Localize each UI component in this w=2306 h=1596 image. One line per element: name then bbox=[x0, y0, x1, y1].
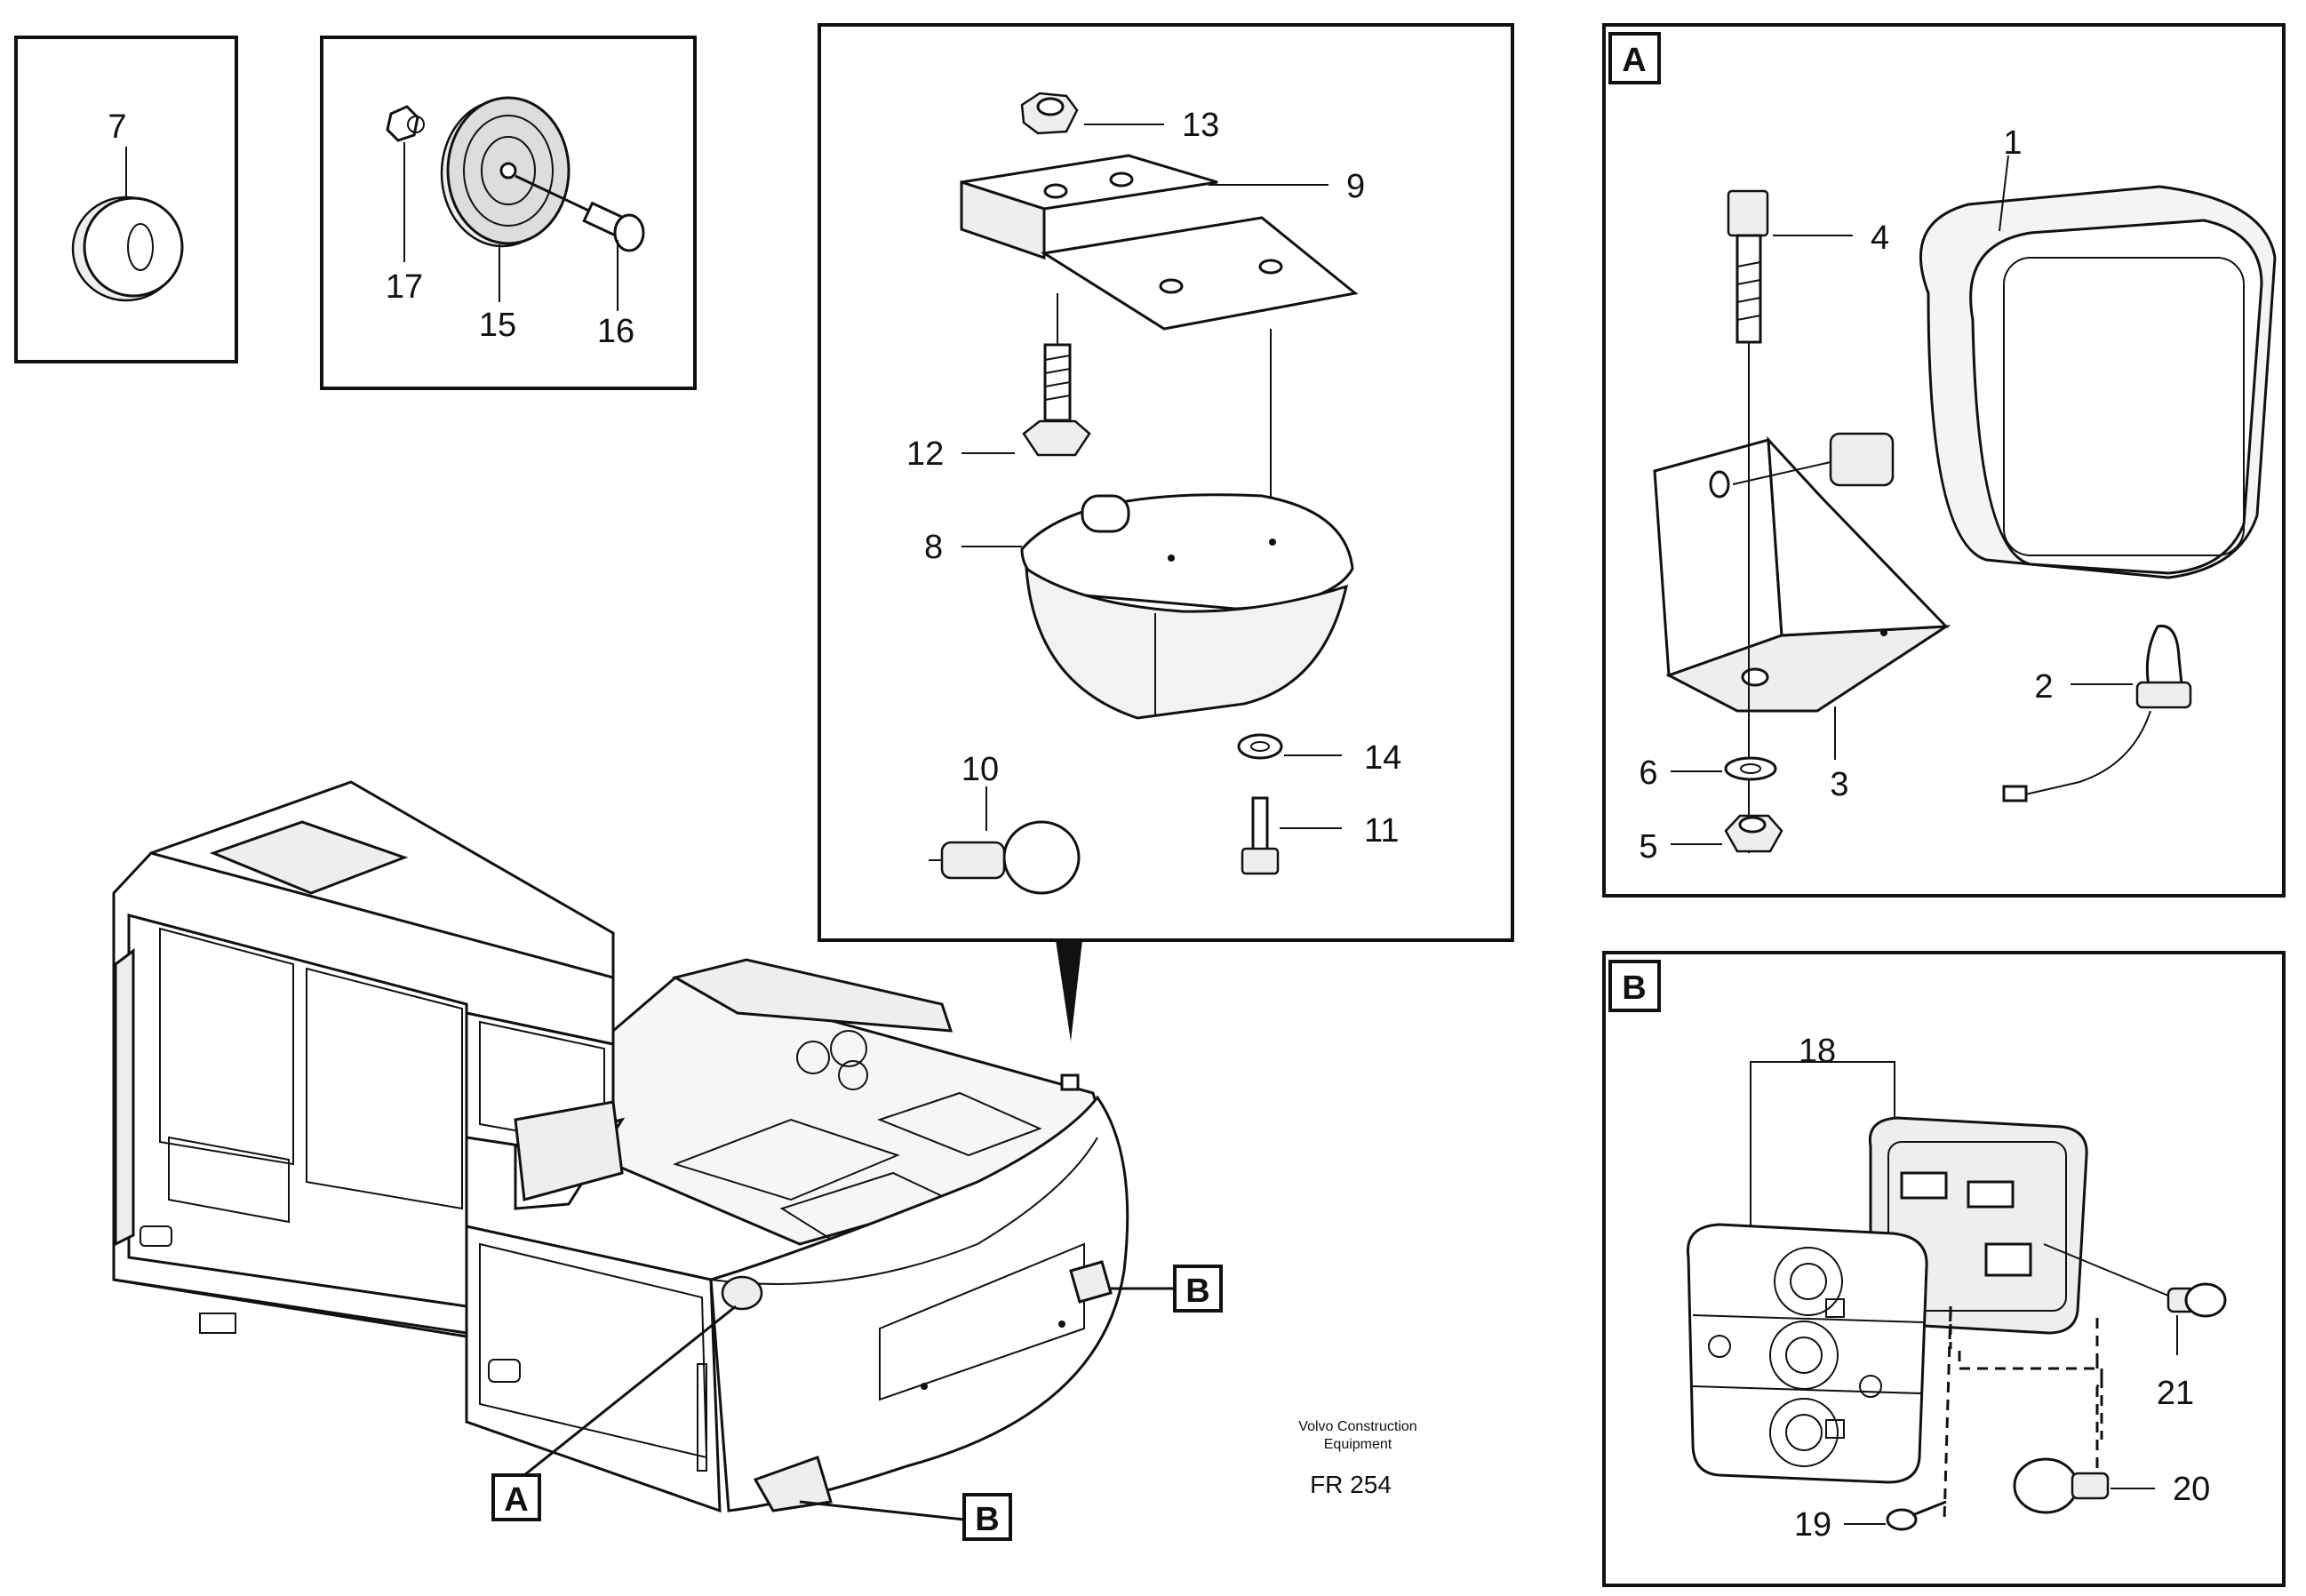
marker-B-lower: B bbox=[975, 1501, 999, 1538]
guide-line bbox=[2043, 1243, 2169, 1297]
nut-17-part bbox=[386, 105, 425, 142]
nut-5-part bbox=[1724, 814, 1783, 853]
reflector-part bbox=[440, 96, 571, 248]
lamp-8-part bbox=[1020, 493, 1354, 720]
callout-7: 7 bbox=[108, 108, 126, 146]
excavator-upper-structure: A B B bbox=[112, 780, 1223, 1541]
operator-cab bbox=[112, 780, 615, 1335]
callout-2: 2 bbox=[2034, 668, 2053, 706]
panel-frame bbox=[1602, 951, 2286, 1587]
rear-lamp-mount-upper bbox=[1069, 1260, 1113, 1304]
marker-B-upper: B bbox=[1185, 1273, 1209, 1310]
callout-9: 9 bbox=[1346, 168, 1365, 205]
nut-13-part bbox=[1020, 92, 1079, 135]
callout-13: 13 bbox=[1182, 107, 1219, 144]
callout-5: 5 bbox=[1639, 828, 1657, 866]
leader-line bbox=[1999, 155, 2009, 232]
rear-lamp-lens-part bbox=[1686, 1223, 1928, 1484]
callout-8: 8 bbox=[924, 529, 943, 566]
callout-12: 12 bbox=[906, 435, 944, 473]
marker-box-B-lower bbox=[962, 1493, 1012, 1541]
callout-4: 4 bbox=[1871, 219, 1889, 257]
screw-16-part bbox=[515, 174, 645, 252]
panel-box-light: 13 9 12 bbox=[818, 23, 1514, 1041]
bulb-2-part bbox=[2002, 624, 2192, 802]
bulb-20-part bbox=[2013, 1457, 2110, 1514]
panel-letter-B: B bbox=[1622, 970, 1646, 1007]
grommet-part bbox=[71, 196, 184, 302]
panel-pointer bbox=[1056, 940, 1082, 1041]
credit-line-1: Volvo Construction bbox=[1298, 1419, 1416, 1434]
work-lamp-1-part bbox=[1829, 185, 2277, 579]
callout-19: 19 bbox=[1794, 1506, 1831, 1544]
side-rail bbox=[697, 1363, 707, 1472]
callout-10: 11 bbox=[1364, 812, 1399, 850]
callout-20: 20 bbox=[2173, 1471, 2210, 1508]
drawing-credit: Volvo Construction Equipment FR 254 bbox=[1298, 1419, 1416, 1498]
lamp-bracket-3-part bbox=[1653, 435, 1951, 713]
work-lamp-mount bbox=[721, 1275, 763, 1311]
callout-1: 1 bbox=[2003, 124, 2022, 162]
panel-B: B 18 bbox=[1602, 951, 2286, 1587]
drawing-code: FR 254 bbox=[1310, 1471, 1392, 1498]
screw-19-part bbox=[1886, 1500, 1947, 1531]
marker-box-A bbox=[491, 1473, 541, 1521]
callout-3: 3 bbox=[1830, 766, 1848, 803]
panel-frame bbox=[1602, 23, 2286, 898]
panel-frame bbox=[818, 23, 1514, 942]
callout-11: 14 bbox=[1364, 739, 1401, 777]
panel-reflector: 17 15 16 bbox=[320, 36, 697, 390]
callout-14: 10 bbox=[961, 751, 999, 788]
washer-11-part bbox=[1237, 733, 1283, 760]
bracket-9-part bbox=[960, 154, 1359, 331]
panel-letter-box bbox=[1608, 960, 1661, 1012]
panel-letter-box bbox=[1608, 32, 1661, 84]
bulb-21-part bbox=[2166, 1282, 2227, 1318]
leader-line bbox=[1750, 1061, 1895, 1262]
callout-15: 15 bbox=[479, 307, 516, 344]
panel-letter-A: A bbox=[1622, 42, 1646, 79]
callout-18: 18 bbox=[1799, 1033, 1836, 1070]
marker-box-B-upper bbox=[1173, 1265, 1223, 1313]
panel-A: A 1 3 bbox=[1602, 23, 2286, 898]
washer-6-part bbox=[1724, 756, 1777, 781]
panel-frame bbox=[320, 36, 697, 390]
callout-21: 21 bbox=[2157, 1375, 2194, 1412]
callout-17: 17 bbox=[386, 268, 423, 306]
guide-dashed-line bbox=[2095, 1369, 2103, 1388]
guide-dashed-line bbox=[1943, 1306, 1952, 1520]
bulb-14-part bbox=[929, 820, 1081, 895]
base-handle bbox=[199, 1313, 236, 1334]
credit-line-2: Equipment bbox=[1324, 1437, 1392, 1452]
callout-16: 16 bbox=[597, 313, 634, 350]
bolt-12-part bbox=[1022, 293, 1091, 457]
screw-10-part bbox=[1241, 796, 1280, 875]
panel-frame bbox=[14, 36, 238, 363]
panel-grommet: 7 bbox=[14, 36, 238, 363]
marker-A: A bbox=[504, 1481, 528, 1519]
leader-line-B-lower bbox=[799, 1500, 965, 1521]
leader-line-A bbox=[523, 1305, 737, 1477]
callout-6: 6 bbox=[1639, 754, 1657, 792]
box-light-mount bbox=[1060, 1073, 1080, 1091]
counterweight bbox=[697, 1073, 1129, 1512]
guide-dashed-line bbox=[1958, 1315, 2099, 1370]
